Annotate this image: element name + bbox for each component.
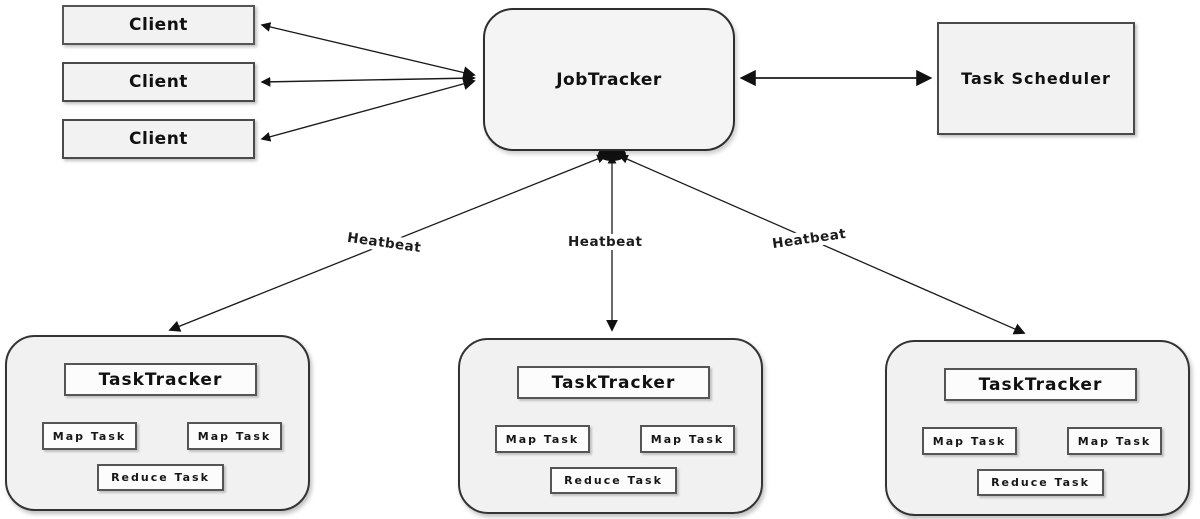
reduce-task-node: Reduce Task — [97, 464, 224, 491]
jobtracker-node: JobTracker — [483, 8, 735, 151]
tasktracker-title: TaskTracker — [517, 366, 710, 399]
tasktracker-group-2: TaskTracker Map Task Map Task Reduce Tas… — [458, 338, 763, 514]
map-task-node: Map Task — [42, 422, 137, 450]
tasktracker-title: TaskTracker — [64, 363, 257, 396]
map-task-node: Map Task — [640, 425, 735, 453]
map-task-node: Map Task — [922, 427, 1017, 455]
task-scheduler-node: Task Scheduler — [937, 22, 1135, 135]
client-node-1: Client — [62, 5, 255, 45]
tasktracker-group-1: TaskTracker Map Task Map Task Reduce Tas… — [5, 335, 310, 511]
heartbeat-label-right: Heatbeat — [768, 225, 851, 253]
tasktracker-group-3: TaskTracker Map Task Map Task Reduce Tas… — [885, 340, 1190, 516]
map-task-node: Map Task — [495, 425, 590, 453]
map-task-node: Map Task — [187, 422, 282, 450]
client-node-2: Client — [62, 62, 255, 102]
heartbeat-label-left: Heatbeat — [343, 229, 426, 257]
client-jobtracker-arrows — [260, 22, 476, 142]
client-node-3: Client — [62, 119, 255, 159]
reduce-task-node: Reduce Task — [550, 467, 677, 494]
heartbeat-label-middle: Heatbeat — [565, 234, 646, 250]
reduce-task-node: Reduce Task — [977, 469, 1104, 496]
tasktracker-title: TaskTracker — [944, 368, 1137, 401]
map-task-node: Map Task — [1067, 427, 1162, 455]
